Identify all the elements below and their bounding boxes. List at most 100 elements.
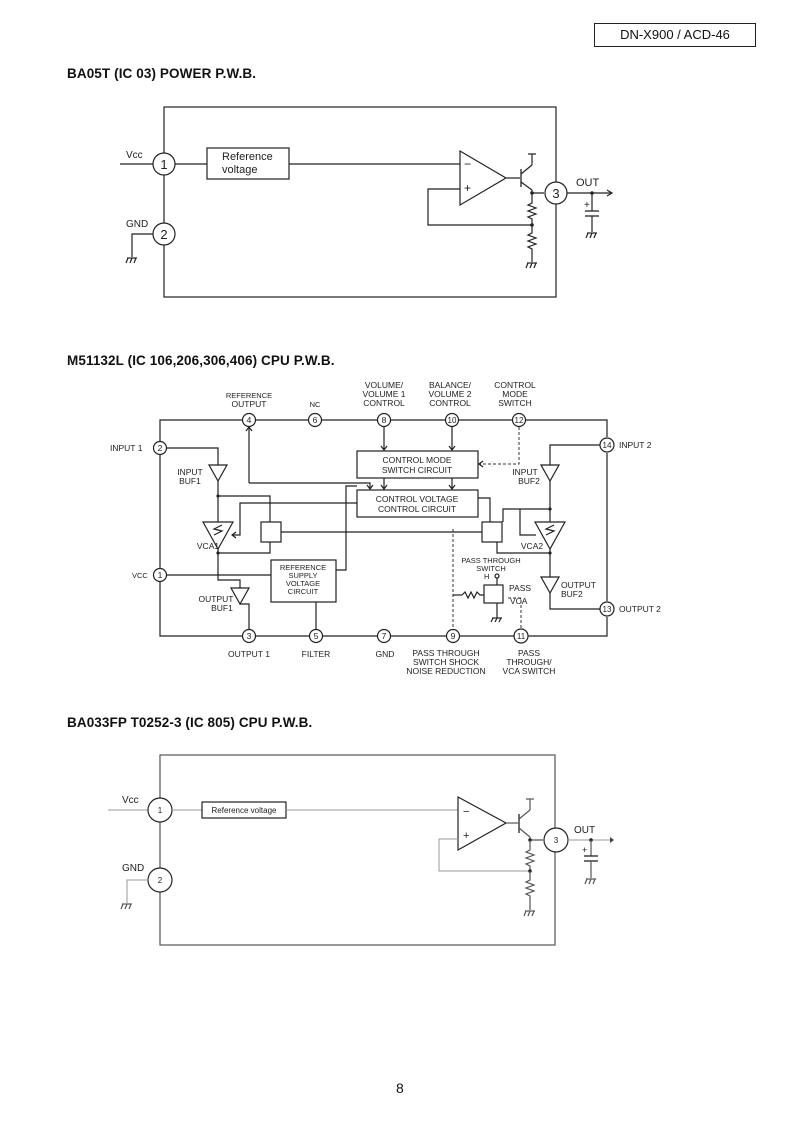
vca-label: VCA [510, 596, 528, 606]
control-mode-label-1: CONTROL [494, 380, 536, 390]
pin-2-label: 2 [158, 876, 163, 885]
pass-switch-label-1: PASS THROUGH [412, 648, 479, 658]
op-amp-minus: − [464, 157, 471, 171]
ic-outline [159, 754, 556, 946]
vcc-label: Vcc [122, 795, 139, 806]
pin-9 [445, 628, 461, 644]
pin-1-label: 1 [160, 157, 167, 172]
control-voltage-control-circuit [356, 489, 479, 518]
filter-label: FILTER [302, 649, 331, 659]
ground-icon [523, 910, 535, 917]
out-label: OUT [574, 825, 595, 836]
input-buf2-label: INPUT [512, 467, 538, 477]
op-amp-plus: + [464, 181, 471, 195]
ic-outline [163, 106, 557, 298]
reference-voltage-label-1: Reference [222, 151, 273, 163]
output1-label: OUTPUT 1 [228, 649, 270, 659]
section-title-ba033fp: BA033FP T0252-3 (IC 805) CPU P.W.B. [67, 715, 313, 730]
pin-3-label: 3 [552, 186, 559, 201]
svg-text:CONTROL CIRCUIT: CONTROL CIRCUIT [378, 504, 456, 514]
input-buf1-label: INPUT [177, 467, 203, 477]
out-label: OUT [576, 177, 600, 189]
input1-label: INPUT 1 [110, 443, 143, 453]
svg-text:5: 5 [314, 631, 319, 641]
svg-text:CONTROL MODE: CONTROL MODE [382, 455, 451, 465]
pin-1-label: 1 [158, 806, 163, 815]
pin-2-label: 2 [160, 227, 167, 242]
svg-text:4: 4 [247, 415, 252, 425]
balance-label-1: BALANCE/ [429, 380, 472, 390]
pin-11 [513, 628, 529, 644]
pass-label: PASS [509, 583, 531, 593]
resistor-icon [461, 590, 484, 600]
svg-text:13: 13 [603, 605, 612, 614]
svg-text:14: 14 [603, 441, 612, 450]
ic-outline-bottom [159, 455, 608, 637]
output-buf2-icon [539, 576, 561, 595]
volume-label-2: VOLUME 1 [363, 389, 406, 399]
svg-text:VOLTAGE: VOLTAGE [286, 579, 320, 588]
pin-8 [376, 412, 392, 428]
svg-text:SWITCH: SWITCH [476, 564, 506, 573]
vcc-label: Vcc [126, 150, 143, 161]
reference-voltage-label: Reference voltage [212, 806, 277, 815]
reference-voltage-block [206, 147, 290, 180]
page-number: 8 [396, 1080, 404, 1096]
control-mode-switch-circuit [356, 450, 479, 479]
svg-text:10: 10 [448, 416, 457, 425]
svg-text:1: 1 [158, 570, 163, 580]
volume-label-3: CONTROL [363, 398, 405, 408]
svg-text:3: 3 [247, 631, 252, 641]
capacitor-icon: + [584, 193, 599, 232]
output-buf1-icon [229, 587, 251, 606]
output-buf2-label: OUTPUT [561, 580, 596, 590]
svg-text:BUF2: BUF2 [561, 589, 583, 599]
pin-3-label: 3 [554, 836, 559, 845]
control-mode-label-2: MODE [502, 389, 528, 399]
section-title-m51132l: M51132L (IC 106,206,306,406) CPU P.W.B. [67, 353, 335, 368]
pass-vca-label-2: THROUGH/ [506, 657, 552, 667]
arrow-right-icon [610, 837, 614, 843]
pass-switch-label-3: NOISE REDUCTION [406, 666, 485, 676]
svg-text:BUF2: BUF2 [518, 476, 540, 486]
svg-text:CIRCUIT: CIRCUIT [288, 587, 319, 596]
model-number-box: DN-X900 / ACD-46 [594, 23, 756, 47]
balance-label-2: VOLUME 2 [429, 389, 472, 399]
ground-icon [525, 262, 537, 269]
transistor-icon [518, 798, 534, 838]
output2-label: OUTPUT 2 [619, 604, 661, 614]
gnd-label: GND [126, 219, 148, 230]
op-amp-icon [459, 149, 508, 207]
balance-label-3: CONTROL [429, 398, 471, 408]
svg-text:CONTROL VOLTAGE: CONTROL VOLTAGE [376, 494, 459, 504]
svg-text:BUF1: BUF1 [179, 476, 201, 486]
svg-text:7: 7 [382, 631, 387, 641]
pass-through-switch-icon [483, 584, 504, 604]
transistor-icon [520, 153, 536, 191]
gnd-label: GND [376, 649, 395, 659]
pin-10 [444, 412, 460, 428]
vca2-switch-icon [481, 521, 503, 543]
capacitor-icon: + [582, 840, 598, 878]
resistor-icon [526, 225, 538, 262]
pass-switch-label-2: SWITCH SHOCK [413, 657, 479, 667]
input-buf2-icon [539, 464, 561, 483]
vcc-label: VCC [132, 571, 148, 580]
gnd-label: GND [122, 863, 144, 874]
svg-text:+: + [582, 845, 587, 855]
pass-through-switch-label: PASS THROUGH [461, 556, 520, 565]
svg-text:9: 9 [451, 631, 456, 641]
vca1-icon [201, 521, 235, 551]
vca2-label: VCA2 [521, 541, 543, 551]
resistor-icon [524, 840, 536, 871]
pin-1 [152, 567, 168, 583]
svg-text:12: 12 [515, 416, 524, 425]
ground-icon [585, 232, 597, 239]
vca1-label: VCA1 [197, 541, 219, 551]
input2-label: INPUT 2 [619, 440, 652, 450]
ground-icon [584, 878, 596, 885]
output-buf1-label: OUTPUT [199, 594, 234, 604]
reference-voltage-label-2: voltage [222, 164, 257, 176]
nc-label: NC [310, 400, 321, 409]
pin-12 [511, 412, 527, 428]
